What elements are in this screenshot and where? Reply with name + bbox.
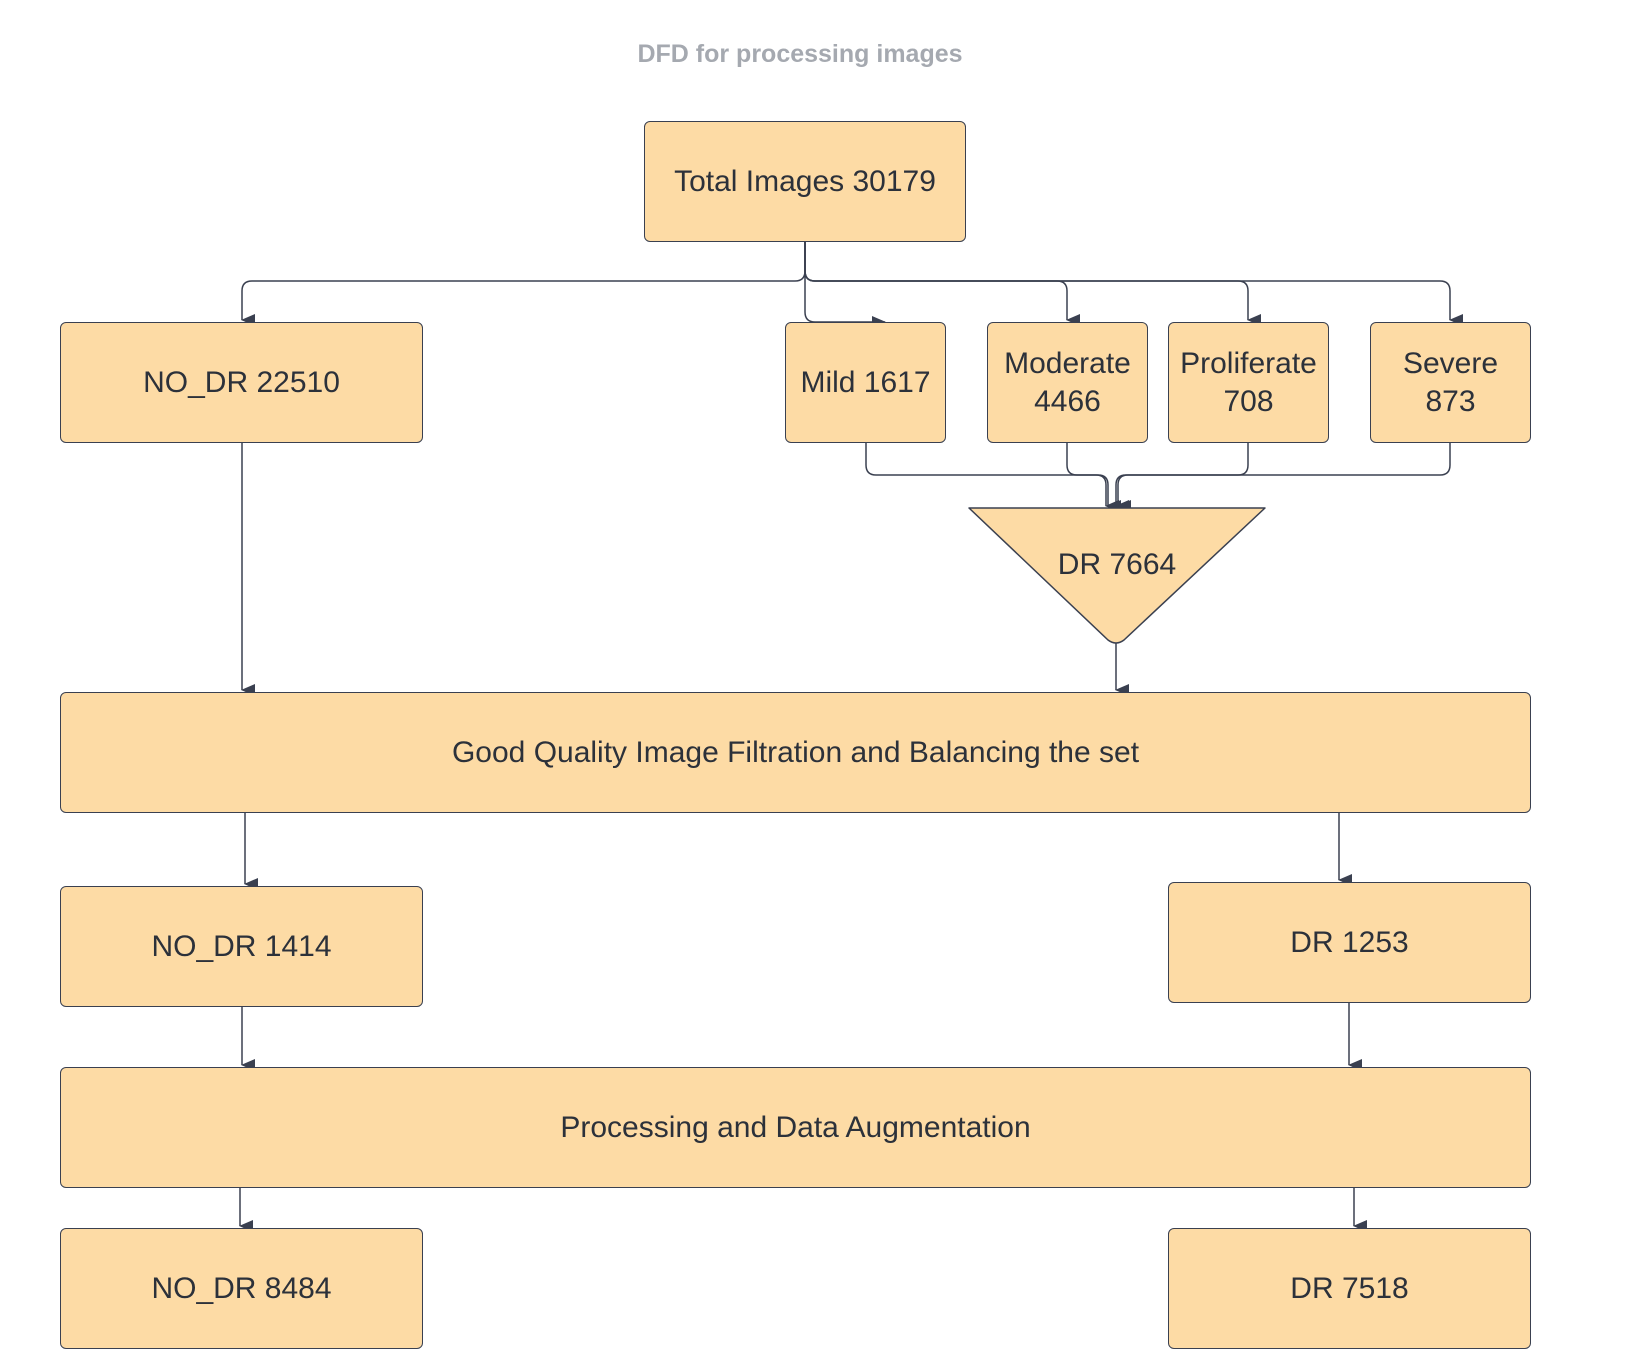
node-augmentation-label: Processing and Data Augmentation (560, 1110, 1031, 1144)
node-no-dr-8484: NO_DR 8484 (60, 1228, 423, 1349)
node-filtration: Good Quality Image Filtration and Balanc… (60, 692, 1531, 813)
node-proliferate-label: Proliferate 708 (1180, 346, 1317, 418)
connector-total-to-mild (804, 242, 886, 328)
node-proliferate: Proliferate 708 (1168, 322, 1329, 443)
node-moderate-label: Moderate 4466 (1004, 346, 1131, 418)
node-severe: Severe 873 (1370, 322, 1531, 443)
node-no-dr-22510: NO_DR 22510 (60, 322, 423, 443)
node-total-images: Total Images 30179 (644, 121, 966, 242)
diagram-title: DFD for processing images (637, 40, 963, 68)
node-dr-7518-label: DR 7518 (1290, 1271, 1409, 1305)
node-moderate: Moderate 4466 (987, 322, 1148, 443)
node-dr-7664-label: DR 7664 (1057, 548, 1177, 581)
node-augmentation: Processing and Data Augmentation (60, 1067, 1531, 1188)
node-no-dr-8484-label: NO_DR 8484 (151, 1271, 332, 1305)
connector-mild-to-dr (865, 443, 1119, 512)
node-no-dr-22510-label: NO_DR 22510 (143, 365, 340, 399)
node-filtration-label: Good Quality Image Filtration and Balanc… (451, 735, 1140, 769)
node-dr-1253-label: DR 1253 (1290, 925, 1409, 959)
node-dr-7518: DR 7518 (1168, 1228, 1531, 1349)
node-mild-label: Mild 1617 (800, 365, 931, 399)
node-severe-label: Severe 873 (1402, 346, 1499, 418)
connector-moderate-to-dr (1066, 443, 1121, 512)
node-no-dr-1414-label: NO_DR 1414 (151, 929, 332, 963)
node-no-dr-1414: NO_DR 1414 (60, 886, 423, 1007)
node-mild: Mild 1617 (785, 322, 946, 443)
connector-total-to-severe (804, 242, 1463, 326)
dr-merge-triangle (968, 507, 1266, 644)
node-total-images-label: Total Images 30179 (674, 164, 936, 198)
connector-total-to-nodr (241, 242, 806, 326)
node-dr-1253: DR 1253 (1168, 882, 1531, 1003)
connector-severe-to-dr (1117, 443, 1451, 512)
